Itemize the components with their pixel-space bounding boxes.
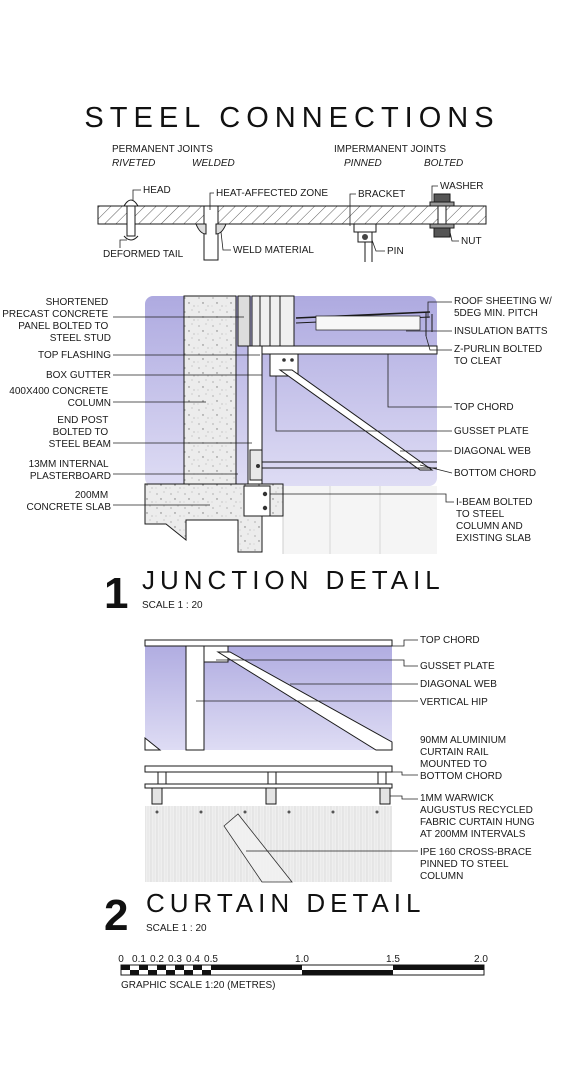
junction-number: 1 [104,569,128,618]
bracket-label: BRACKET [358,189,405,200]
curtain-label-diagonal-web: DIAGONAL WEB [420,679,497,690]
label-bottom-chord: BOTTOM CHORD [454,468,536,479]
riveted-label: RIVETED [112,158,155,169]
curtain-label-gusset-plate: GUSSET PLATE [420,661,495,672]
junction-right-labels: ROOF SHEETING W/ 5DEG MIN. PITCH INSULAT… [270,296,555,544]
label-plasterboard: 13MM INTERNAL PLASTERBOARD [29,459,111,482]
scale-tick-1: 0.1 [132,954,146,965]
curtain-label-rail: 90MM ALUMINIUM CURTAIN RAIL MOUNTED TO B… [420,735,509,782]
graphic-scale: 0 0.1 0.2 0.3 0.4 0.5 1.0 1.5 2.0 GRAPHI… [118,954,488,991]
nut-label: NUT [461,236,482,247]
curtain-right-labels: TOP CHORD GUSSET PLATE DIAGONAL WEB VERT… [196,635,537,882]
label-top-chord: TOP CHORD [454,402,514,413]
label-insulation-batts: INSULATION BATTS [454,326,548,337]
curtain-label-top-chord: TOP CHORD [420,635,480,646]
label-top-flashing: TOP FLASHING [38,350,111,361]
curtain-scale: SCALE 1 : 20 [146,923,207,934]
scale-tick-6: 1.0 [295,954,309,965]
label-concrete-column: 400X400 CONCRETE COLUMN [9,386,111,409]
head-label: HEAD [143,185,171,196]
label-i-beam: I-BEAM BOLTED TO STEEL COLUMN AND EXISTI… [456,497,535,544]
joint-plate [97,205,487,225]
scale-tick-5: 0.5 [204,954,218,965]
scale-tick-8: 2.0 [474,954,488,965]
scale-caption: GRAPHIC SCALE 1:20 (METRES) [121,980,275,991]
label-shortened-panel: SHORTENED PRECAST CONCRETE PANEL BOLTED … [2,297,111,344]
scale-tick-4: 0.4 [186,954,200,965]
curtain-number: 2 [104,891,128,940]
scale-tick-2: 0.2 [150,954,164,965]
scale-tick-3: 0.3 [168,954,182,965]
scale-tick-0: 0 [118,954,124,965]
rivet-joint [123,199,139,241]
pin-label: PIN [387,246,404,257]
junction-left-labels: SHORTENED PRECAST CONCRETE PANEL BOLTED … [2,297,262,513]
junction-scale: SCALE 1 : 20 [142,600,203,611]
washer-label: WASHER [440,181,484,192]
junction-detail-drawing [144,295,438,554]
weld-material-label: WELD MATERIAL [233,245,314,256]
label-z-purlin: Z-PURLIN BOLTED TO CLEAT [454,344,545,367]
curtain-detail-drawing [144,639,393,883]
junction-title: JUNCTION DETAIL [142,565,445,595]
label-box-gutter: BOX GUTTER [46,370,111,381]
scale-tick-7: 1.5 [386,954,400,965]
curtain-title: CURTAIN DETAIL [146,888,425,918]
label-diagonal-web: DIAGONAL WEB [454,446,531,457]
impermanent-joints-heading: IMPERMANENT JOINTS [334,144,446,155]
curtain-label-cross-brace: IPE 160 CROSS-BRACE PINNED TO STEEL COLU… [420,847,535,882]
heat-zone-label: HEAT-AFFECTED ZONE [216,188,328,199]
page-title: STEEL CONNECTIONS [84,102,499,134]
label-end-post: END POST BOLTED TO STEEL BEAM [49,415,111,450]
deformed-tail-label: DEFORMED TAIL [103,249,184,260]
permanent-joints-heading: PERMANENT JOINTS [112,144,213,155]
pinned-label: PINNED [344,158,382,169]
bolt-joint [429,193,455,238]
welded-label: WELDED [192,158,235,169]
label-roof-sheeting: ROOF SHEETING W/ 5DEG MIN. PITCH [454,296,555,319]
pin-joint [353,223,377,262]
curtain-label-fabric: 1MM WARWICK AUGUSTUS RECYCLED FABRIC CUR… [420,793,537,840]
weld-joint [195,205,227,261]
bolted-label: BOLTED [424,158,463,169]
label-concrete-slab: 200MM CONCRETE SLAB [27,490,112,513]
label-gusset-plate: GUSSET PLATE [454,426,529,437]
curtain-label-vertical-hip: VERTICAL HIP [420,697,488,708]
